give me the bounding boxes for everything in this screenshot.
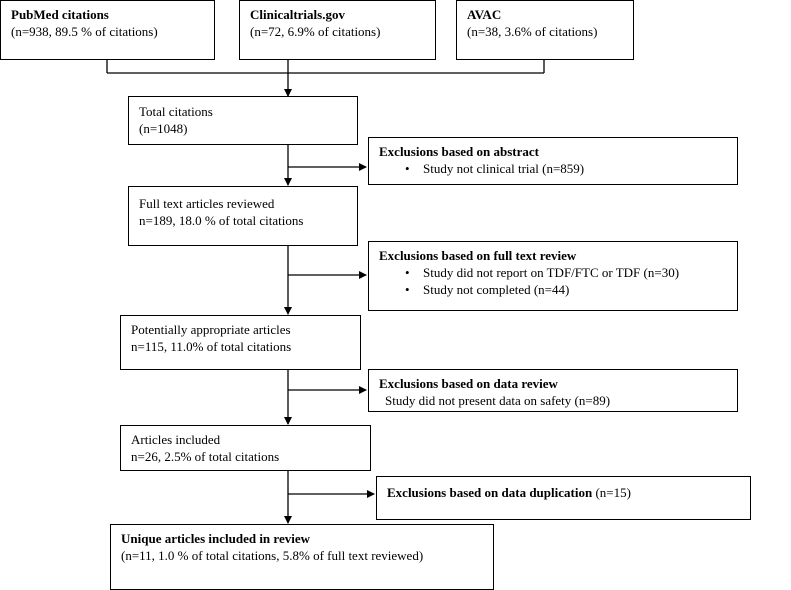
step-box-fulltext: Full text articles reviewed n=189, 18.0 … <box>128 186 358 246</box>
exclusion-count: (n=15) <box>592 485 631 500</box>
exclusion-item: Study did not report on TDF/FTC or TDF (… <box>379 264 727 281</box>
step-line2: n=115, 11.0% of total citations <box>131 339 292 354</box>
final-box: Unique articles included in review (n=11… <box>110 524 494 590</box>
step-line2: n=189, 18.0 % of total citations <box>139 213 304 228</box>
exclusion-item: Study not clinical trial (n=859) <box>379 160 727 177</box>
step-line1: Articles included <box>131 432 221 447</box>
step-line1: Total citations <box>139 104 213 119</box>
source-title: PubMed citations <box>11 7 109 22</box>
step-line1: Potentially appropriate articles <box>131 322 291 337</box>
exclusion-title: Exclusions based on full text review <box>379 248 577 263</box>
exclusion-item: Study not completed (n=44) <box>379 281 727 298</box>
exclusion-box-duplication: Exclusions based on data duplication (n=… <box>376 476 751 520</box>
step-box-included: Articles included n=26, 2.5% of total ci… <box>120 425 371 471</box>
final-detail: (n=11, 1.0 % of total citations, 5.8% of… <box>121 548 424 563</box>
exclusion-title: Exclusions based on abstract <box>379 144 539 159</box>
exclusion-title: Exclusions based on data duplication <box>387 485 593 500</box>
source-title: AVAC <box>467 7 502 22</box>
exclusion-box-fulltext: Exclusions based on full text review Stu… <box>368 241 738 311</box>
step-line2: (n=1048) <box>139 121 188 136</box>
source-box-clinicaltrials: Clinicaltrials.gov (n=72, 6.9% of citati… <box>239 0 436 60</box>
step-line2: n=26, 2.5% of total citations <box>131 449 280 464</box>
source-box-avac: AVAC (n=38, 3.6% of citations) <box>456 0 634 60</box>
source-box-pubmed: PubMed citations (n=938, 89.5 % of citat… <box>0 0 215 60</box>
exclusion-box-data: Exclusions based on data review Study di… <box>368 369 738 412</box>
step-line1: Full text articles reviewed <box>139 196 275 211</box>
source-detail: (n=38, 3.6% of citations) <box>467 24 598 39</box>
source-detail: (n=72, 6.9% of citations) <box>250 24 381 39</box>
exclusion-list: Study not clinical trial (n=859) <box>379 160 727 177</box>
final-title: Unique articles included in review <box>121 531 310 546</box>
step-box-total: Total citations (n=1048) <box>128 96 358 145</box>
step-box-potential: Potentially appropriate articles n=115, … <box>120 315 361 370</box>
source-detail: (n=938, 89.5 % of citations) <box>11 24 158 39</box>
exclusion-title: Exclusions based on data review <box>379 376 558 391</box>
source-title: Clinicaltrials.gov <box>250 7 345 22</box>
exclusion-text: Study did not present data on safety (n=… <box>385 393 611 408</box>
exclusion-box-abstract: Exclusions based on abstract Study not c… <box>368 137 738 185</box>
exclusion-list: Study did not report on TDF/FTC or TDF (… <box>379 264 727 298</box>
